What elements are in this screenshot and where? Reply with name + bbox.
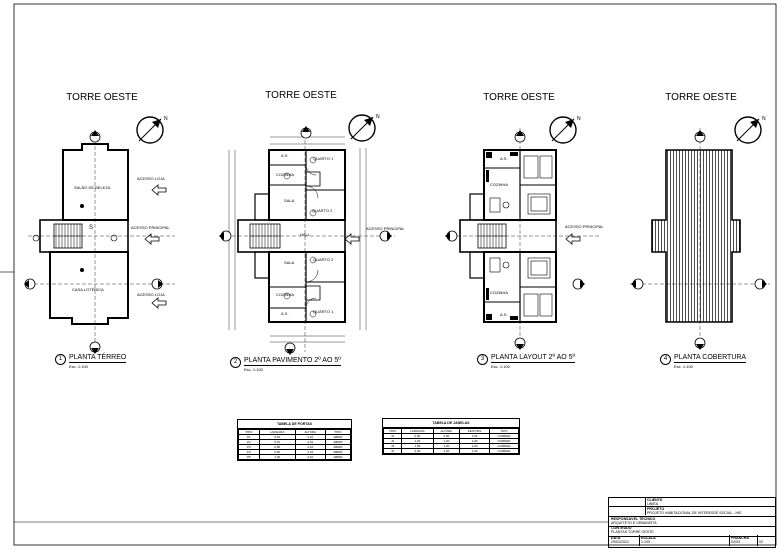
- window-table-title: TABELA DE JANELAS: [383, 419, 519, 428]
- drawing-caption: 4 PLANTA COBERTURA Esc. 1:100: [660, 354, 747, 369]
- caption-title: PLANTA PAVIMENTO 2º AO 5º: [244, 357, 341, 366]
- door-table: TABELA DE PORTAS TIPO LARGURA ALTURA TIP…: [237, 419, 352, 461]
- room-label: A.S.: [281, 153, 289, 158]
- room-label: A.S.: [281, 311, 289, 316]
- room-label: HALL: [300, 232, 311, 237]
- data-value: 29/03/2021: [611, 540, 629, 544]
- stair-label: S: [89, 225, 94, 231]
- room-label: COZINHA: [276, 292, 294, 297]
- north-arrow-icon: [136, 116, 164, 144]
- access-label: ACESSO LOJA: [137, 292, 165, 297]
- escala-value: 1:100: [641, 540, 650, 544]
- plan-cobertura: [630, 116, 770, 350]
- sheet-border: [13, 3, 777, 546]
- north-arrow-icon: [734, 116, 762, 144]
- drawing-title: TORRE OESTE: [483, 92, 555, 103]
- caption-scale: Esc. 1:100: [244, 367, 263, 372]
- caption-title: PLANTA TÉRREO: [69, 354, 127, 363]
- room-label: A.S.: [500, 312, 508, 317]
- drawing-number: 2: [230, 357, 241, 368]
- north-label: N: [376, 114, 380, 120]
- drawing-caption: 1 PLANTA TÉRREO Esc. 1:100: [55, 354, 127, 369]
- caption-scale: Esc. 1:100: [491, 364, 510, 369]
- window-table: TABELA DE JANELAS TIPO LARGURA ALTURA PE…: [382, 418, 520, 455]
- room-label: SALÃO DE BELEZA: [74, 185, 111, 190]
- cliente-label: CLIENTE: [647, 498, 663, 502]
- room-label: SALA: [284, 198, 295, 203]
- caption-title: PLANTA LAYOUT 2º AO 5º: [491, 354, 576, 363]
- plan-pavimento: [219, 114, 395, 355]
- folha-value: 02: [759, 540, 763, 544]
- projeto-label: PROJETO: [647, 507, 665, 511]
- prancha-value: 02/03: [731, 540, 740, 544]
- drawing-title: TORRE OESTE: [66, 92, 138, 103]
- access-label: ACESSO PRINCIPAL: [366, 226, 405, 231]
- prancha-label: PRANCHA: [731, 536, 749, 540]
- caption-scale: Esc. 1:100: [69, 364, 88, 369]
- room-label: SALA: [284, 260, 295, 265]
- title-block: CLIENTE UNIEA PROJETO PROJETO HABITACION…: [608, 497, 776, 548]
- room-label: QUARTO 1: [313, 309, 334, 314]
- resp-label: RESPONSÁVEL TÉCNICO: [611, 517, 656, 521]
- room-label: CASA LOTÉRICA: [72, 287, 104, 292]
- data-label: DATA: [611, 536, 621, 540]
- plan-layout: [445, 116, 600, 350]
- roof-outline: [651, 149, 741, 323]
- drawing-number: 1: [55, 354, 66, 365]
- access-label: ACESSO PRINCIPAL: [565, 224, 604, 229]
- north-label: N: [762, 116, 766, 122]
- room-label: A.S.: [500, 156, 508, 161]
- door-table-title: TABELA DE PORTAS: [238, 420, 351, 429]
- drawing-caption: 3 PLANTA LAYOUT 2º AO 5º Esc. 1:100: [477, 354, 576, 369]
- conteudo-label: CONTEÚDO: [611, 526, 632, 530]
- drawing-number: 4: [660, 354, 671, 365]
- conteudo-value: PLANTAS TORRE OESTE: [611, 530, 654, 534]
- room-label: COZINHA: [276, 172, 294, 177]
- cliente-value: UNIEA: [647, 502, 658, 506]
- north-arrow-icon: [549, 116, 577, 144]
- north-label: N: [577, 116, 581, 122]
- plan-terreo: [24, 116, 175, 354]
- room-label: QUARTO 2: [313, 257, 334, 262]
- drawing-title: TORRE OESTE: [265, 90, 337, 101]
- resp-value: ARQUITETO E URBANISTA: [611, 521, 657, 525]
- access-label: ACESSO PRINCIPAL: [131, 225, 170, 230]
- room-label: QUARTO 1: [313, 156, 334, 161]
- drawing-number: 3: [477, 354, 488, 365]
- escala-label: ESCALA: [641, 536, 656, 540]
- room-label: COZINHA: [490, 290, 508, 295]
- projeto-value: PROJETO HABITACIONAL DE INTERESSE SOCIAL…: [647, 511, 742, 515]
- caption-title: PLANTA COBERTURA: [674, 354, 747, 363]
- caption-scale: Esc. 1:100: [674, 364, 693, 369]
- north-label: N: [164, 116, 168, 122]
- north-arrow-icon: [348, 114, 376, 142]
- drawing-caption: 2 PLANTA PAVIMENTO 2º AO 5º Esc. 1:100: [230, 357, 341, 372]
- room-label: QUARTO 2: [312, 208, 333, 213]
- access-label: ACESSO LOJA: [137, 176, 165, 181]
- room-label: COZINHA: [490, 182, 508, 187]
- drawing-title: TORRE OESTE: [665, 92, 737, 103]
